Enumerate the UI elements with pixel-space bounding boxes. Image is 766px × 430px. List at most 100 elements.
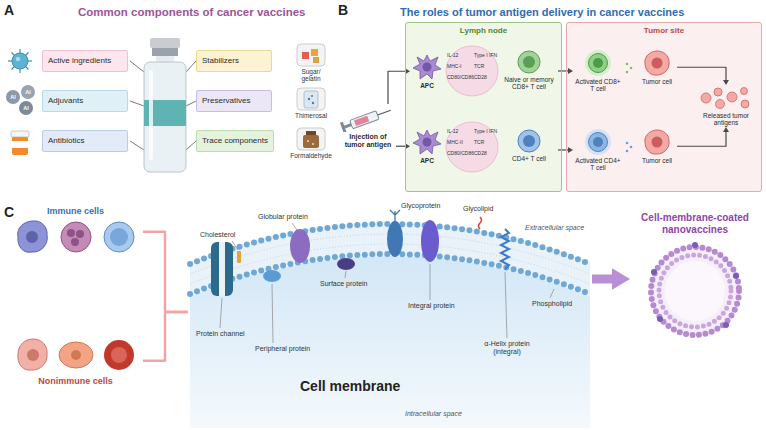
tumor-site-ground — [566, 22, 762, 192]
panel-title: The roles of tumor antigen delivery in c… — [400, 6, 684, 19]
cell-icon-part-part-part — [733, 273, 739, 279]
cell-icon-part — [642, 49, 672, 77]
cell-icon — [583, 49, 613, 77]
activated-t-cell: Activated CD8+ T cell — [573, 49, 623, 93]
cell-icon-part-part — [645, 51, 669, 75]
cell-icon-part — [642, 128, 672, 156]
pill-bottle-icon — [11, 131, 29, 155]
trace-component-icon-part — [312, 143, 314, 145]
connector-line — [558, 70, 570, 71]
pill-bottle-icon-part — [12, 136, 28, 155]
cell-icon-part-part — [26, 231, 38, 243]
space-label: Intracellular space — [405, 410, 462, 418]
cell-icon-part-part — [423, 138, 432, 147]
cell-icon — [696, 85, 756, 111]
component-box: Preservatives — [196, 90, 272, 112]
arrow-head — [723, 80, 729, 85]
part-label: Glycoprotein — [401, 202, 440, 210]
membrane-illustration-part — [501, 229, 509, 269]
cell-icon-part-part-part — [714, 88, 722, 96]
component-box: Trace components — [196, 130, 274, 152]
connector — [396, 143, 410, 149]
cell-icon-part — [696, 85, 756, 111]
stabilizer-icon-part — [297, 44, 325, 66]
cell-icon-part-part — [593, 58, 603, 68]
panel-letter: B — [338, 2, 348, 18]
molecule-label: TCR — [474, 140, 484, 146]
cell-icon-part — [583, 49, 613, 77]
cell-membrane: Cell membrane — [188, 205, 592, 428]
cell-icon-part-part — [518, 130, 540, 152]
cell-icon-part-part — [104, 222, 134, 252]
component-box: Stabilizers — [196, 50, 272, 72]
cell-icon-part-part — [423, 63, 432, 72]
membrane-illustration-part — [479, 217, 482, 229]
cell-icon-part-part — [523, 56, 535, 68]
molecule-label: IL-12 — [447, 129, 458, 135]
node-text: Tumor cell — [642, 78, 672, 85]
node-text: Antibiotics — [48, 136, 84, 145]
part-label: α-Helix protein (integral) — [478, 340, 536, 356]
leader-lines-part — [505, 272, 507, 338]
granules-part — [626, 142, 629, 145]
part-label: Globular protein — [258, 213, 308, 221]
cell-icon-part-part — [413, 130, 441, 154]
molecule-label: CD80/CD86 — [447, 151, 474, 157]
virus-icon — [8, 49, 32, 73]
molecule-label: CD28 — [474, 75, 487, 81]
virus-icon-part — [8, 49, 32, 73]
element-symbol: Al — [21, 89, 35, 95]
granules-part — [630, 146, 633, 149]
connector — [143, 232, 188, 312]
icon-label: Formaldehyde — [286, 152, 336, 159]
cell-icon-part-part-part — [727, 92, 737, 102]
cell-icon-part-part — [71, 238, 79, 246]
molecule-label: MHC-II — [447, 140, 463, 146]
node-text: Activated CD8+ T cell — [573, 78, 623, 93]
granules-part — [626, 150, 629, 153]
leader-lines-part — [292, 223, 297, 230]
vial-icon-part — [186, 61, 196, 72]
virus-icon-part-part — [12, 53, 29, 70]
trace-component-icon-part — [297, 128, 325, 150]
cell-icon-part-part-part — [378, 110, 391, 115]
component-box: Adjuvants — [42, 90, 128, 112]
cell-icon-part-part — [665, 261, 725, 321]
t-cell: CD4+ T cell — [500, 128, 558, 162]
cell-icon-part — [516, 49, 542, 75]
cell-icon — [642, 128, 672, 156]
part-label: Integral protein — [408, 302, 455, 310]
membrane-illustration-part — [190, 256, 590, 428]
molecule-label: Type I IFN — [474, 53, 497, 59]
node-text: Trace components — [202, 136, 268, 145]
cell-icon-part-part-part — [657, 316, 663, 322]
connector-line — [677, 130, 726, 146]
cell-icon-part-part-part — [716, 100, 725, 109]
cell-icon — [412, 128, 442, 156]
node-text: Naive or memory CD8+ T cell — [500, 76, 558, 91]
molecule-label: Type I IFN — [474, 129, 497, 135]
part-label: Glycolipid — [463, 205, 493, 213]
membrane-illustration-part — [263, 270, 281, 282]
cell-icon-part-part — [585, 129, 611, 155]
membrane-illustration-part — [390, 210, 400, 222]
nanovaccine: Cell-membrane-coated nanovaccines — [630, 212, 760, 346]
cell-icon-part-part-part — [350, 111, 379, 129]
panel-letter: A — [4, 2, 14, 18]
cell-icon-part-part — [589, 133, 608, 152]
arrow-head — [612, 268, 630, 290]
preservative-icon-part — [312, 102, 314, 104]
cell-icon-part-part-part — [741, 100, 749, 108]
vial-icon-part — [150, 38, 180, 48]
vial-icon — [130, 38, 196, 172]
cell-icon-part — [412, 128, 442, 156]
cell-icon-part — [640, 236, 750, 346]
cell-icon-part-part — [651, 242, 739, 328]
preservative-icon-part — [308, 98, 310, 100]
vial-icon-part — [144, 62, 186, 172]
vial-icon-part — [130, 101, 144, 106]
part-label: Phospholipid — [532, 300, 572, 308]
node-text: Stabilizers — [202, 56, 239, 65]
cell-icon-part-part — [659, 255, 731, 327]
cell-group: Immune cells — [8, 206, 143, 257]
